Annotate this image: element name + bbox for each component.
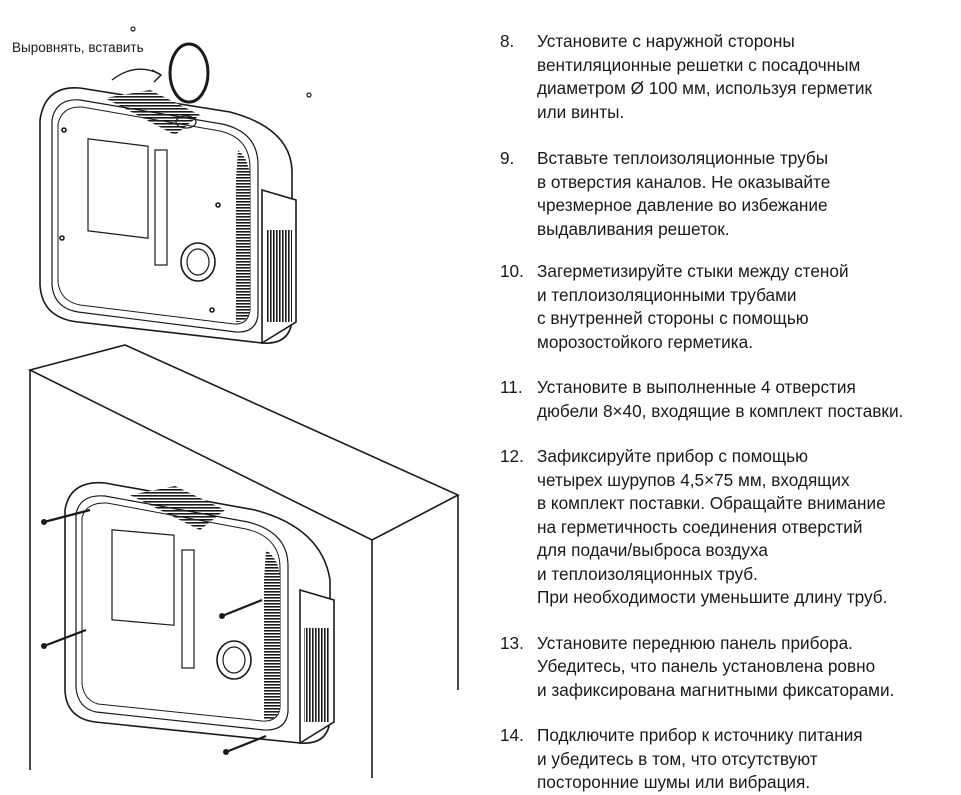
step-number: 11. <box>500 377 523 397</box>
step-14: 14. Подключите прибор к источнику питани… <box>500 724 955 795</box>
step-number: 8. <box>500 31 515 51</box>
step-text: Установите переднюю панель прибора. Убед… <box>537 632 895 700</box>
bottom-device <box>41 481 335 755</box>
step-number: 14. <box>500 725 524 745</box>
step-text: Установите с наружной стороны вентиляцио… <box>537 31 872 122</box>
mounting-screws <box>43 508 267 754</box>
step-text: Загерметизируйте стыки между стеной и те… <box>537 261 849 352</box>
step-text: Зафиксируйте прибор с помощью четырех шу… <box>537 446 888 607</box>
instruction-steps: 8. Установите с наружной стороны вентиля… <box>500 30 955 795</box>
wall <box>27 344 460 778</box>
device-drawing <box>27 26 460 778</box>
top-device <box>39 26 312 345</box>
step-text: Вставьте теплоизоляционные трубы в отвер… <box>537 148 831 239</box>
seal-ring <box>168 42 210 104</box>
align-insert-label: Выровнять, вставить <box>12 40 144 55</box>
step-number: 9. <box>500 148 515 168</box>
step-13: 13. Установите переднюю панель прибора. … <box>500 632 955 703</box>
step-9: 9. Вставьте теплоизоляционные трубы в от… <box>500 147 955 241</box>
step-11: 11. Установите в выполненные 4 отверстия… <box>500 376 955 423</box>
step-10: 10. Загерметизируйте стыки между стеной … <box>500 260 955 354</box>
step-text: Подключите прибор к источнику питания и … <box>537 725 863 792</box>
step-12: 12. Зафиксируйте прибор с помощью четыре… <box>500 445 955 610</box>
step-number: 12. <box>500 446 524 466</box>
step-number: 10. <box>500 261 524 281</box>
step-8: 8. Установите с наружной стороны вентиля… <box>500 30 955 124</box>
step-number: 13. <box>500 632 524 653</box>
step-text: Установите в выполненные 4 отверстия дюб… <box>537 377 904 421</box>
installation-illustrations: Выровнять, вставить <box>0 0 470 788</box>
